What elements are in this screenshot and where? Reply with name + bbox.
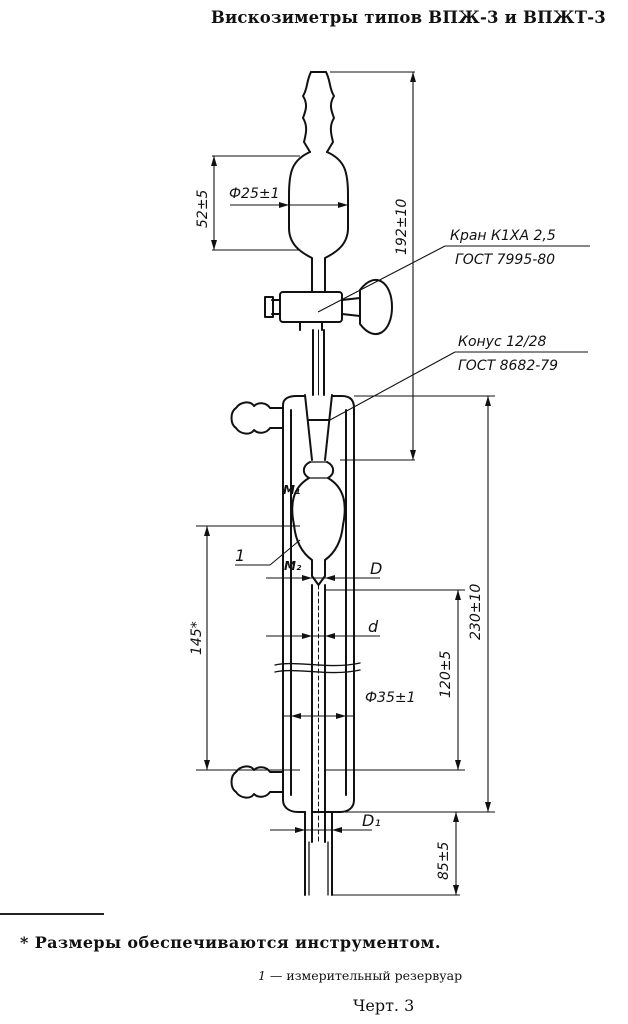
lower-nozzle <box>230 765 284 799</box>
upper-nozzle <box>230 401 284 435</box>
cone-joint <box>304 394 333 461</box>
callout-1: 1 <box>235 546 245 565</box>
figure-caption: Черт. 3 <box>353 996 415 1015</box>
dim-85: 85±5 <box>436 841 452 880</box>
corrugated-tube-top <box>302 71 335 153</box>
mark-m2: M₂ <box>284 559 302 573</box>
legend-text: — измерительный резервуар <box>265 968 463 983</box>
page-title: Вискозиметры типов ВПЖ-3 и ВПЖТ-3 <box>210 8 606 27</box>
dim-52: 52±5 <box>195 189 211 228</box>
mark-m1: M₁ <box>283 483 300 497</box>
label-D1: D₁ <box>362 811 381 830</box>
dim-230: 230±10 <box>468 584 484 640</box>
label-D: D <box>370 559 382 578</box>
dim-diameter-35: Ф35±1 <box>365 690 416 706</box>
legend-number: 1 <box>258 968 266 983</box>
stopcock <box>264 278 393 336</box>
upper-bulb <box>288 151 349 263</box>
dim-diameter-25: Ф25±1 <box>229 186 280 202</box>
footnote-rule <box>0 913 104 915</box>
tap-label-2: ГОСТ 7995-80 <box>455 252 555 268</box>
viscometer-drawing: 52±5 Ф25±1 192±10 Кран К1ХА 2,5 ГОСТ 799… <box>189 71 590 896</box>
tap-label-1: Кран К1ХА 2,5 <box>450 228 556 244</box>
footnote: * Размеры обеспечиваются инструментом. <box>20 933 441 952</box>
dim-145: 145* <box>189 621 205 655</box>
dim-192: 192±10 <box>394 199 410 255</box>
legend: 1 — измерительный резервуар <box>258 968 462 983</box>
dim-120: 120±5 <box>438 651 454 698</box>
thermostat-jacket <box>282 395 355 813</box>
cone-label-1: Конус 12/28 <box>458 334 547 350</box>
label-d: d <box>368 617 379 636</box>
capillary <box>311 584 326 843</box>
cone-label-2: ГОСТ 8682-79 <box>458 358 558 374</box>
measuring-reservoir <box>291 461 346 577</box>
